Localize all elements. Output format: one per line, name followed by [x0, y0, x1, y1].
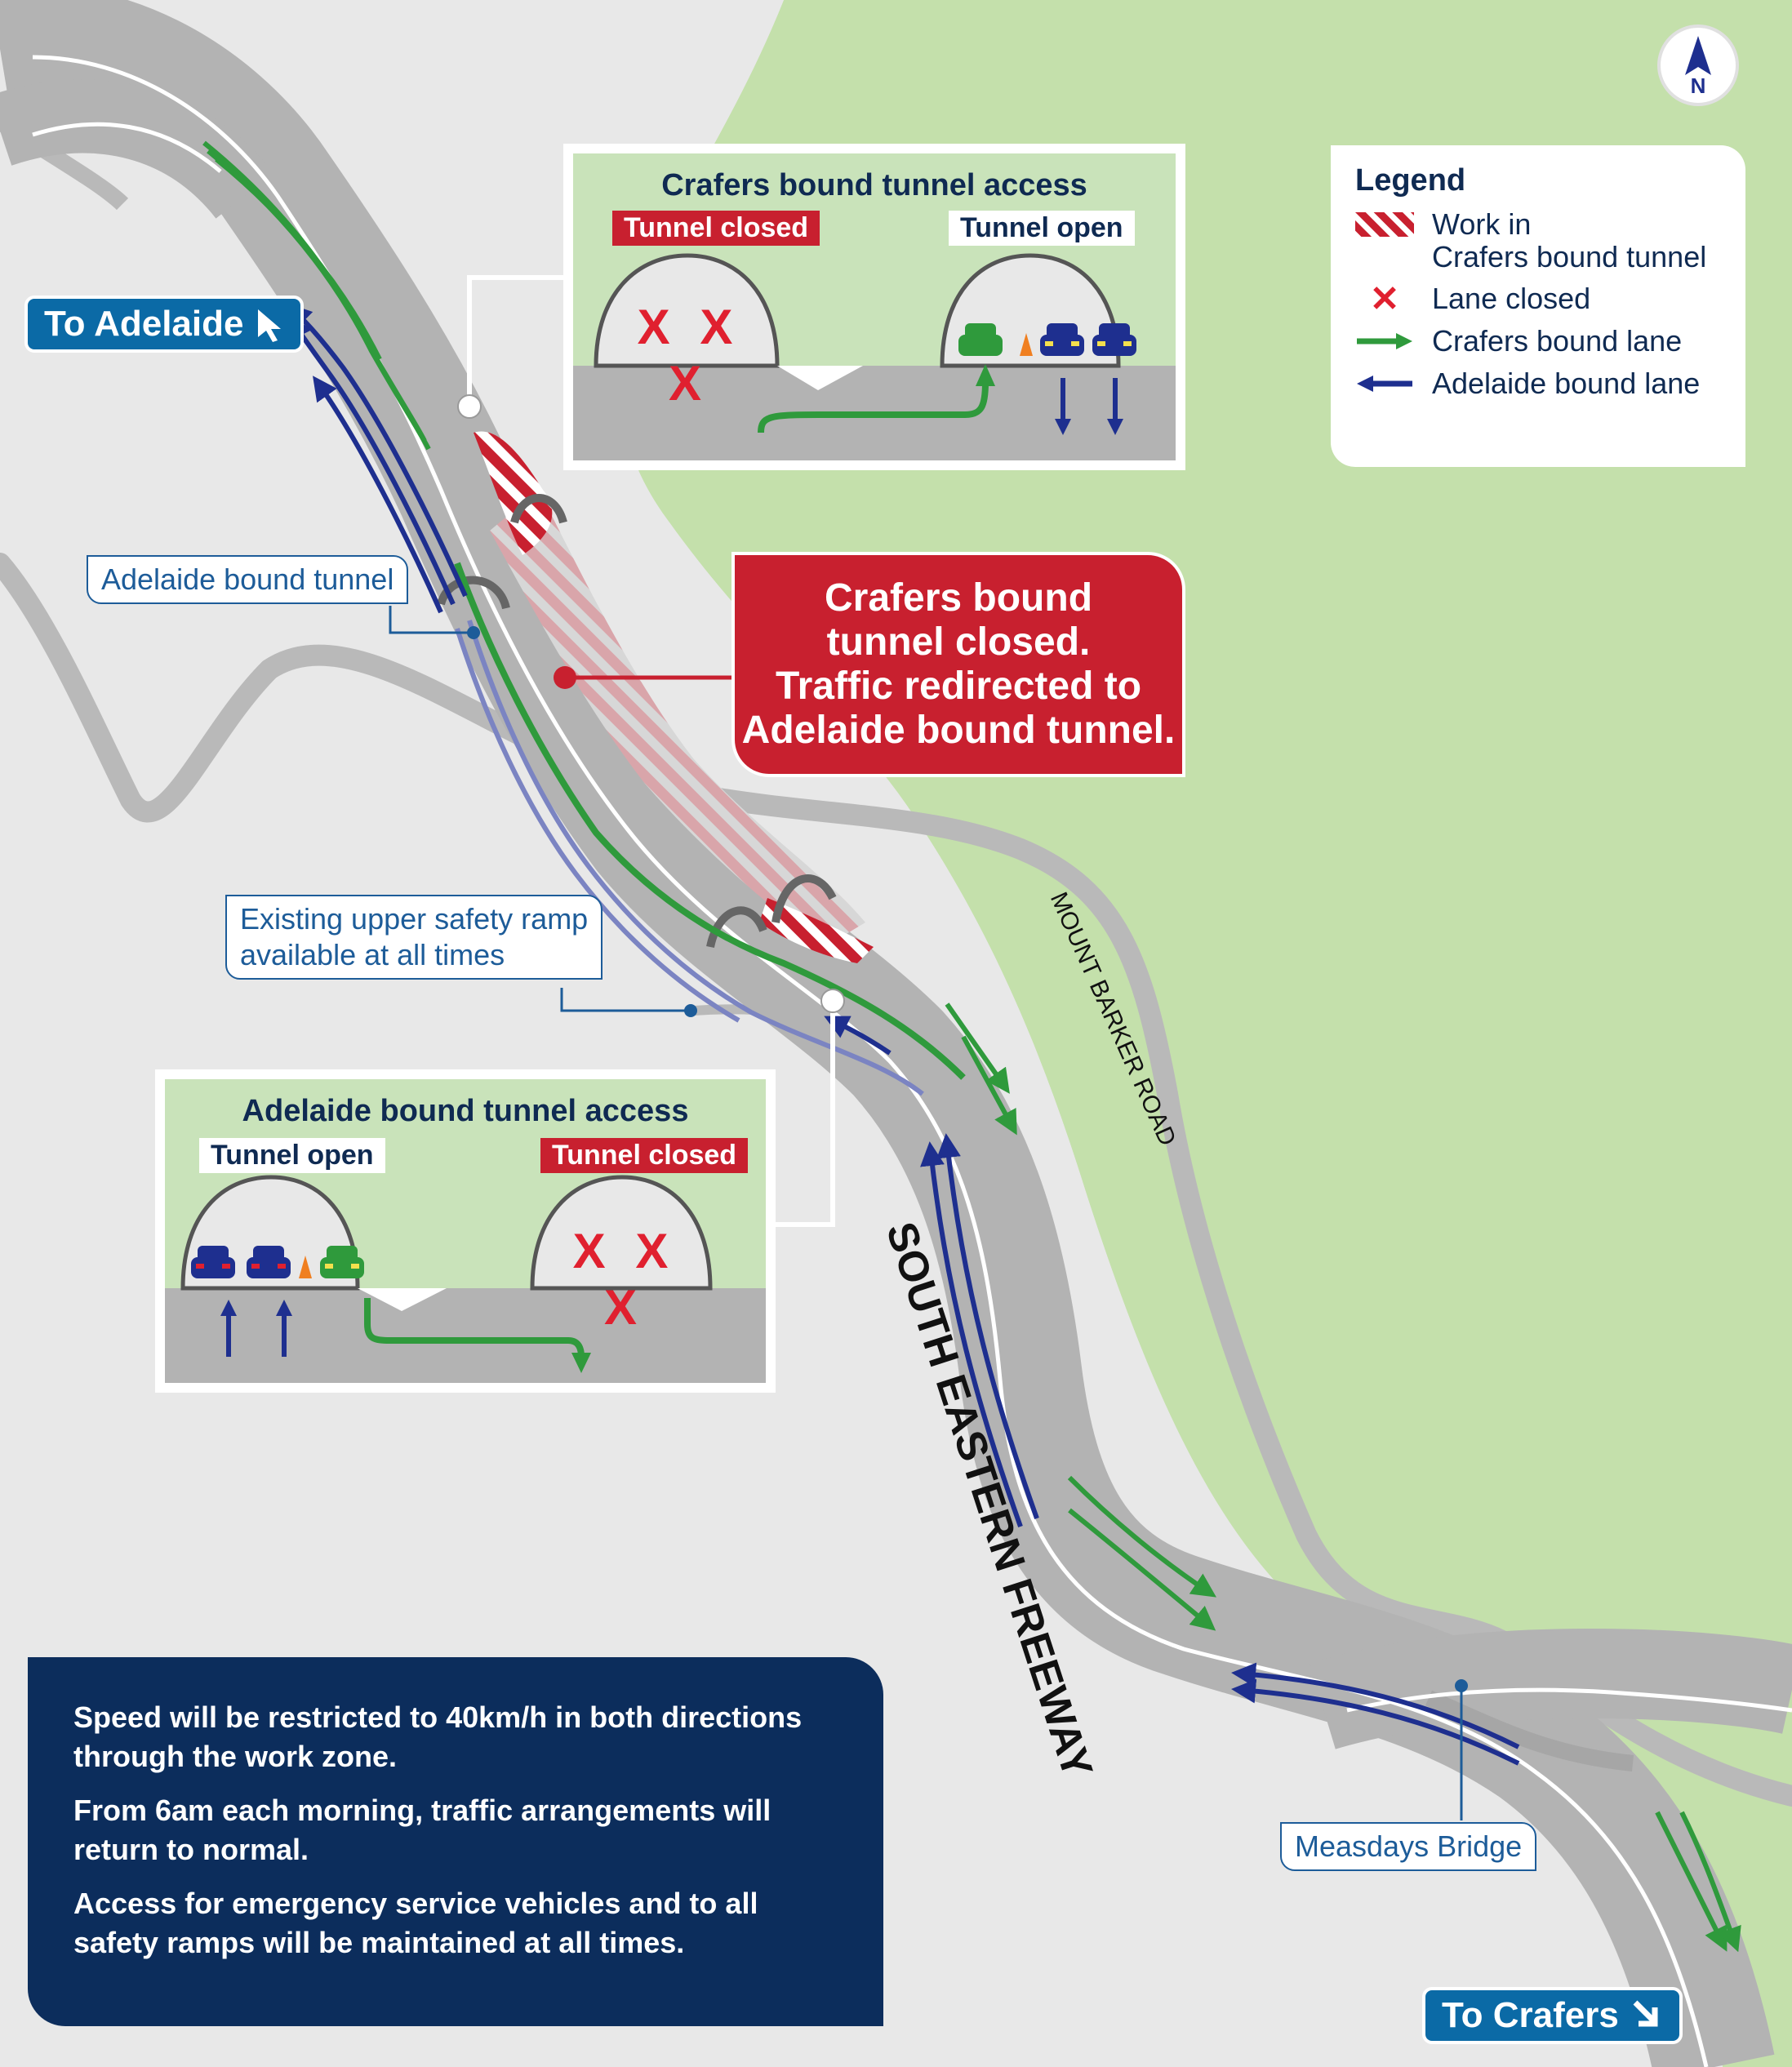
sign-to-adelaide-label: To Adelaide: [44, 304, 244, 344]
closure-line3: Traffic redirected to: [775, 665, 1142, 708]
car-blue-icon: [247, 1246, 291, 1278]
legend: Legend Work in Crafers bound tunnel ✕ La…: [1331, 145, 1745, 467]
lanes-closed-marks: X X X: [572, 1224, 677, 1335]
cursor-arrow-icon: [258, 309, 282, 342]
legend-label-crafers: Crafers bound lane: [1432, 324, 1683, 358]
sign-to-crafers: To Crafers: [1425, 1990, 1679, 2041]
legend-item-work: Work in Crafers bound tunnel: [1355, 208, 1721, 273]
compass-label: N: [1690, 73, 1706, 98]
legend-label-adelaide: Adelaide bound lane: [1432, 367, 1701, 400]
car-blue-icon: [1092, 323, 1136, 356]
legend-label-work-1: Work in: [1432, 207, 1532, 241]
label-adelaide-bound-tunnel: Adelaide bound tunnel: [87, 555, 409, 604]
sign-to-adelaide: To Adelaide: [28, 299, 301, 349]
inset-adelaide-diagram: [165, 1175, 766, 1383]
arrow-down-right-icon: [1633, 2000, 1658, 2027]
car-blue-icon: [1040, 323, 1084, 356]
sign-to-crafers-label: To Crafers: [1442, 1995, 1619, 2035]
car-green-icon: [958, 323, 1003, 356]
lanes-closed-marks: X X X: [637, 300, 741, 411]
info-emergency: Access for emergency service vehicles an…: [73, 1887, 758, 1959]
closure-line4: Adelaide bound tunnel.: [741, 709, 1176, 752]
compass: N: [1657, 24, 1739, 106]
legend-label-lane-closed: Lane closed: [1432, 282, 1591, 315]
green-area: [620, 0, 1792, 2067]
inset-crafers-access: Crafers bound tunnel access Tunnel close…: [563, 144, 1185, 470]
crafers-tunnel-open-tag: Tunnel open: [949, 211, 1135, 246]
crafers-tunnel-closed-tag: Tunnel closed: [612, 211, 820, 246]
closure-line1: Crafers bound: [824, 576, 1093, 620]
north-arrow-icon: [1685, 36, 1711, 75]
info-6am: From 6am each morning, traffic arrangeme…: [73, 1794, 771, 1866]
adelaide-tunnel-open-tag: Tunnel open: [199, 1138, 385, 1173]
work-zone-hatch: [474, 431, 553, 555]
blue-arrow-icon: [1355, 367, 1414, 400]
x-icon: ✕: [1369, 278, 1400, 319]
label-safety-ramp: Existing upper safety ramp available at …: [225, 895, 603, 980]
car-green-icon: [320, 1246, 364, 1278]
legend-title: Legend: [1355, 163, 1466, 198]
hatch-icon: [1355, 208, 1414, 241]
label-measdays-bridge: Measdays Bridge: [1280, 1822, 1537, 1871]
car-blue-icon: [191, 1246, 235, 1278]
closure-line2: tunnel closed.: [826, 620, 1091, 664]
legend-item-adelaide: Adelaide bound lane: [1355, 367, 1721, 401]
legend-item-lane-closed: ✕ Lane closed: [1355, 278, 1721, 319]
info-speed: Speed will be restricted to 40km/h in bo…: [73, 1700, 803, 1773]
legend-label-work-2: Crafers bound tunnel: [1432, 240, 1707, 273]
label-safety-ramp-line2: available at all times: [240, 938, 505, 971]
inset-crafers-diagram: [573, 253, 1176, 460]
inset-adelaide-title: Adelaide bound tunnel access: [242, 1094, 689, 1128]
closure-callout: Crafers bound tunnel closed. Traffic red…: [731, 552, 1185, 777]
adelaide-tunnel-closed-tag: Tunnel closed: [540, 1138, 749, 1173]
legend-item-crafers: Crafers bound lane: [1355, 324, 1721, 358]
inset-crafers-title: Crafers bound tunnel access: [661, 168, 1087, 202]
inset-adelaide-access: Adelaide bound tunnel access Tunnel open…: [155, 1069, 776, 1393]
label-safety-ramp-line1: Existing upper safety ramp: [240, 902, 589, 936]
info-box: Speed will be restricted to 40km/h in bo…: [28, 1657, 883, 2026]
green-arrow-icon: [1355, 325, 1414, 358]
